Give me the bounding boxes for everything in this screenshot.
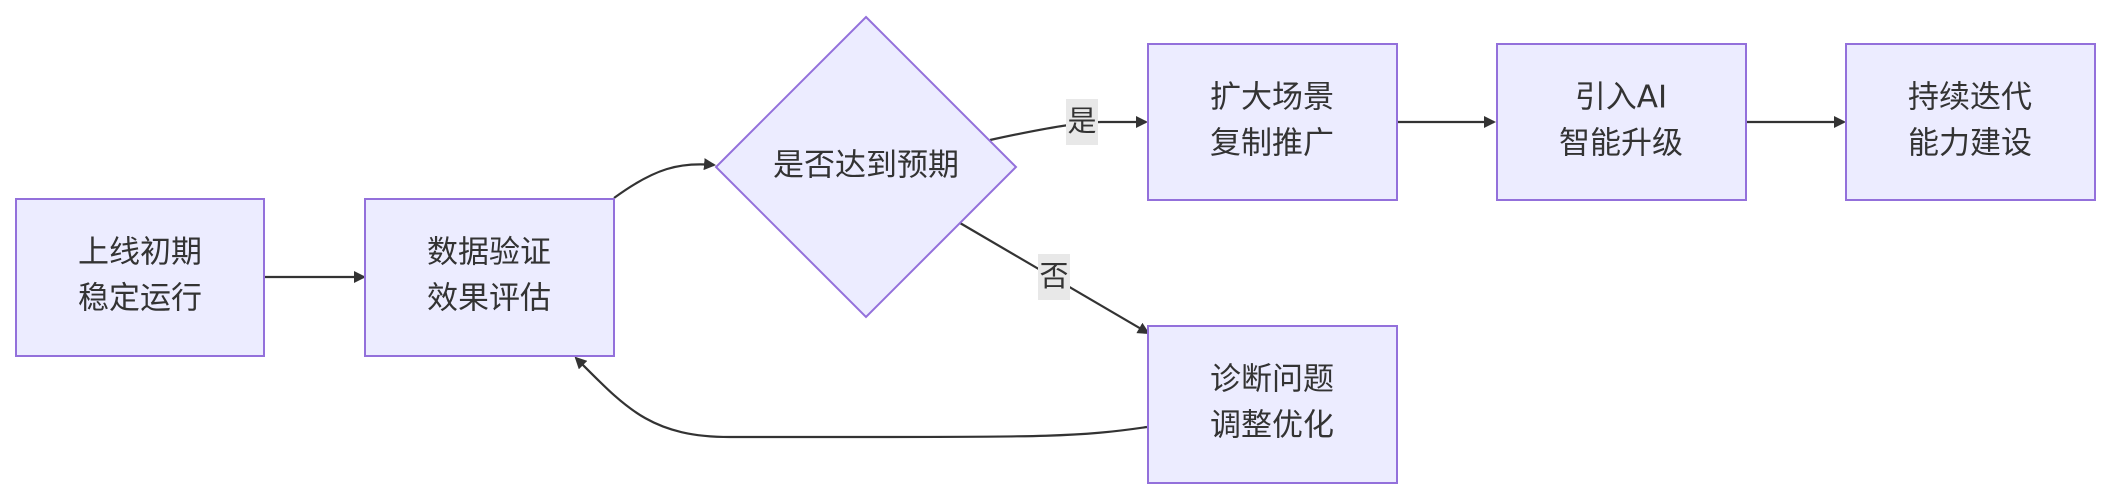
node-diagnose-line2: 调整优化 <box>1210 408 1334 444</box>
node-diagnose-line1: 诊断问题 <box>1210 362 1334 398</box>
edge-validate-to-decision <box>613 158 716 199</box>
node-expand-line1: 扩大场景 <box>1210 80 1334 116</box>
edge-diagnose-to-validate <box>574 356 1148 439</box>
node-expand-line2: 复制推广 <box>1210 126 1334 162</box>
node-launch-line1: 上线初期 <box>78 235 202 271</box>
node-ai-line1: 引入AI <box>1575 80 1667 116</box>
edge-decision-to-expand <box>989 116 1148 142</box>
edge-label-yes-text: 是 <box>1067 104 1096 138</box>
edge-label-yes: 是 <box>1066 99 1098 145</box>
node-expand: 扩大场景 复制推广 <box>1147 43 1398 201</box>
node-ai: 引入AI 智能升级 <box>1496 43 1747 201</box>
node-validate: 数据验证 效果评估 <box>364 198 615 357</box>
node-decision-label: 是否达到预期 <box>773 148 959 184</box>
node-diagnose: 诊断问题 调整优化 <box>1147 325 1398 484</box>
node-launch: 上线初期 稳定运行 <box>15 198 265 357</box>
edge-label-no: 否 <box>1038 254 1070 300</box>
node-validate-line2: 效果评估 <box>427 281 551 317</box>
edge-label-no-text: 否 <box>1039 259 1068 293</box>
node-ai-line2: 智能升级 <box>1559 126 1683 162</box>
node-iterate-line1: 持续迭代 <box>1908 80 2032 116</box>
node-launch-line2: 稳定运行 <box>78 281 202 317</box>
node-iterate: 持续迭代 能力建设 <box>1845 43 2096 201</box>
node-validate-line1: 数据验证 <box>427 235 551 271</box>
node-decision: 是否达到预期 <box>714 15 1018 319</box>
node-iterate-line2: 能力建设 <box>1908 126 2032 162</box>
